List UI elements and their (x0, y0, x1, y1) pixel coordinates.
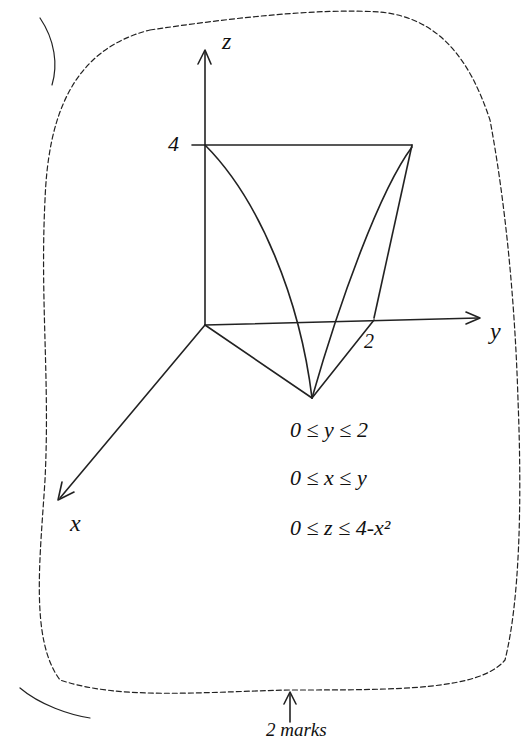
y-axis (205, 318, 478, 325)
pointer-arrow (289, 694, 291, 722)
region-outline (39, 11, 519, 693)
marks-note: 2 marks (266, 720, 327, 741)
arrowhead (466, 312, 480, 324)
solid-edge (374, 145, 412, 318)
arrowhead (198, 50, 211, 64)
axis-label: z (222, 28, 231, 54)
x-axis (60, 325, 205, 498)
solid-edge (205, 325, 312, 398)
outline-fragment (20, 688, 90, 718)
solid-edge (192, 144, 412, 146)
solid-curve (205, 145, 312, 398)
outline-fragment (40, 18, 55, 85)
inequality: 0 ≤ y ≤ 2 (290, 418, 368, 442)
inequality: 0 ≤ z ≤ 4-x² (290, 516, 390, 540)
solid-curve (312, 147, 412, 398)
inequality: 0 ≤ x ≤ y (290, 466, 367, 490)
arrowhead (58, 482, 74, 500)
axis-label: y (490, 318, 501, 344)
axis-label: x (70, 510, 81, 536)
arrowhead (284, 692, 296, 704)
solid-edge (312, 320, 374, 398)
z-axis (204, 52, 206, 325)
axis-value: 4 (168, 132, 179, 156)
axis-value: 2 (364, 330, 374, 352)
